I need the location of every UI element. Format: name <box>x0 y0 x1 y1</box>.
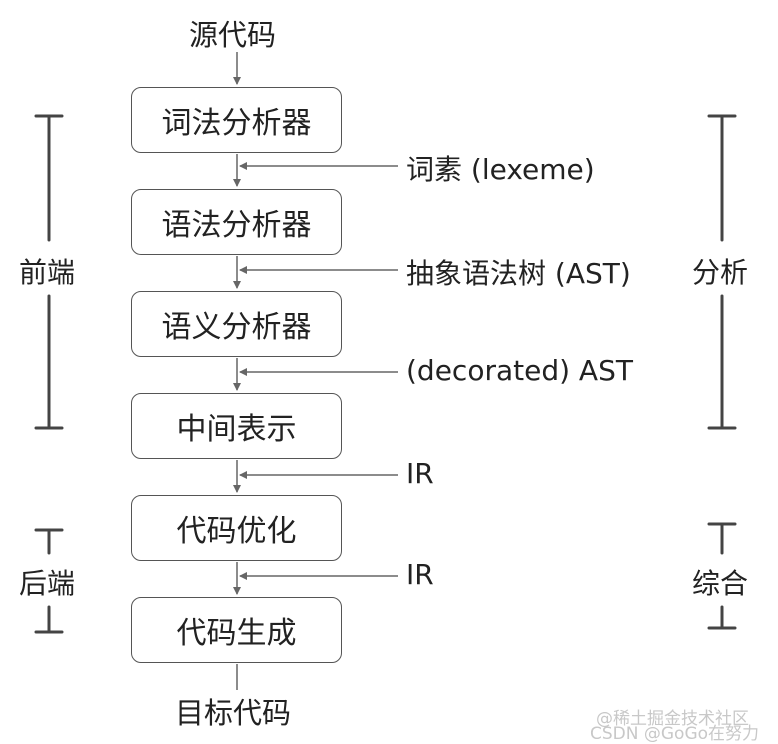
output-lexeme: 词素 (lexeme) <box>406 153 595 186</box>
analysis-bracket <box>707 114 737 430</box>
lexer-box: 词法分析器 <box>131 87 342 153</box>
watermark-juejin: @稀土掘金技术社区 <box>596 709 749 729</box>
output-ast: 抽象语法树 (AST) <box>406 257 631 290</box>
target-code-label: 目标代码 <box>175 696 292 730</box>
source-code-label: 源代码 <box>189 18 277 52</box>
analysis-label: 分析 <box>692 256 749 289</box>
frontend-label: 前端 <box>19 256 76 289</box>
output-ir-2: IR <box>406 558 434 591</box>
parser-box: 语法分析器 <box>131 189 342 255</box>
watermark-csdn: CSDN @GoGo在努力 <box>590 724 760 744</box>
semantic-analyzer-box: 语义分析器 <box>131 291 342 357</box>
intermediate-representation-box: 中间表示 <box>131 393 342 459</box>
output-decorated-ast: (decorated) AST <box>406 354 633 387</box>
backend-label: 后端 <box>19 567 76 600</box>
synthesis-label: 综合 <box>692 567 749 600</box>
backend-bracket <box>34 528 64 634</box>
output-ir-1: IR <box>406 457 434 490</box>
code-generation-box: 代码生成 <box>131 597 342 663</box>
frontend-bracket <box>34 114 64 430</box>
synthesis-bracket <box>707 522 737 630</box>
code-optimization-box: 代码优化 <box>131 495 342 561</box>
